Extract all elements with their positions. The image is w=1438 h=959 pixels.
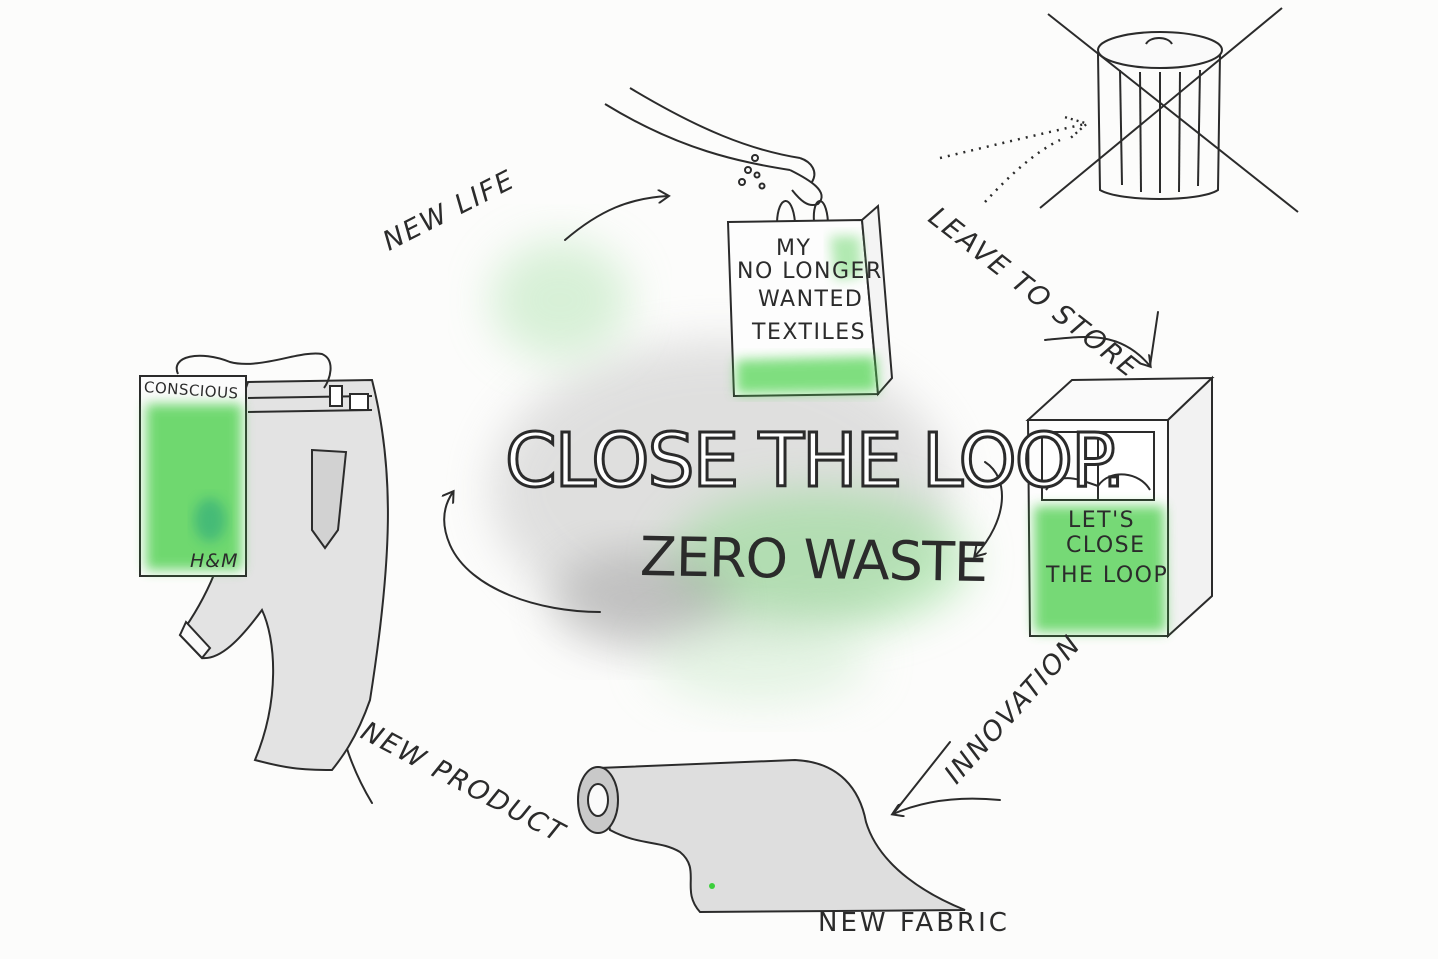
trash-can-crossed-icon [1039,7,1299,213]
clothing-tag-icon [139,352,332,577]
bin-text-line: THE LOOP [1046,563,1169,588]
watercolor-wash [490,240,970,705]
bag-text-line: NO LONGER [737,259,883,284]
collection-bin-icon [1025,375,1215,639]
bag-text-line: MY [776,236,812,261]
dotted-arrow-icon [939,124,1085,160]
cycle-arrow-icon [1044,335,1150,366]
tag-brand-text: H&M [190,550,239,572]
shopping-bag-icon [726,200,894,398]
cycle-arrow-icon [893,797,1001,814]
cycle-arrow-icon [975,461,1003,556]
diagram-title: CLOSE THE LOOP. [504,417,1128,506]
cycle-arrow-icon [564,196,668,241]
cycle-arrow-icon [444,492,601,613]
bin-text-line: LET'S [1068,508,1136,533]
fabric-roll-icon [577,758,966,914]
fabric-label: NEW FABRIC [818,908,1010,938]
bag-text-line: WANTED [758,287,864,312]
diagram-subtitle: ZERO WASTE [639,525,988,595]
bag-text-line: TEXTILES [752,320,867,345]
bin-text-line: CLOSE [1066,533,1146,558]
hand-icon [604,87,823,206]
